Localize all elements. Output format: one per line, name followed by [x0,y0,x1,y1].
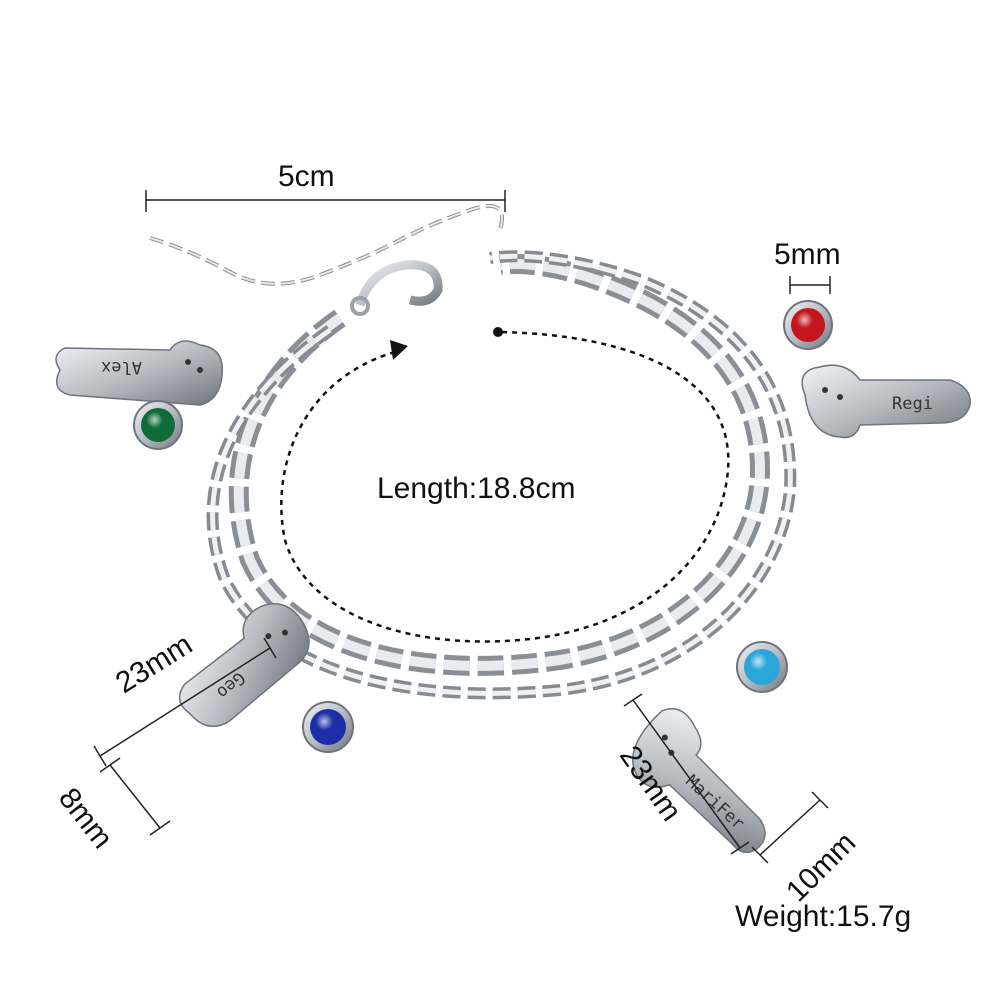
bracelet-length-label: Length:18.8cm [377,472,576,505]
weight-label: Weight:15.7g [735,900,912,933]
charm-regi: Regi [801,364,971,439]
arrowhead [390,340,408,360]
charm-regi-label: Regi [892,394,933,414]
extender-chain [149,204,504,286]
length-indicator [280,330,730,643]
lobster-clasp [350,260,443,316]
figaro-chain [206,250,797,700]
stone-size-label: 5mm [774,238,841,271]
dimension-lines [93,190,831,864]
stone-regi [783,300,833,350]
box-chain [228,254,771,676]
stone-marifer [736,641,788,693]
charm-alex: Alex [55,340,224,406]
stone-geo [302,701,354,753]
extender-length-label: 5cm [278,160,335,193]
stone-alex [133,400,183,450]
charm-alex-label: Alex [101,357,142,377]
arrow-start-dot [493,327,503,337]
